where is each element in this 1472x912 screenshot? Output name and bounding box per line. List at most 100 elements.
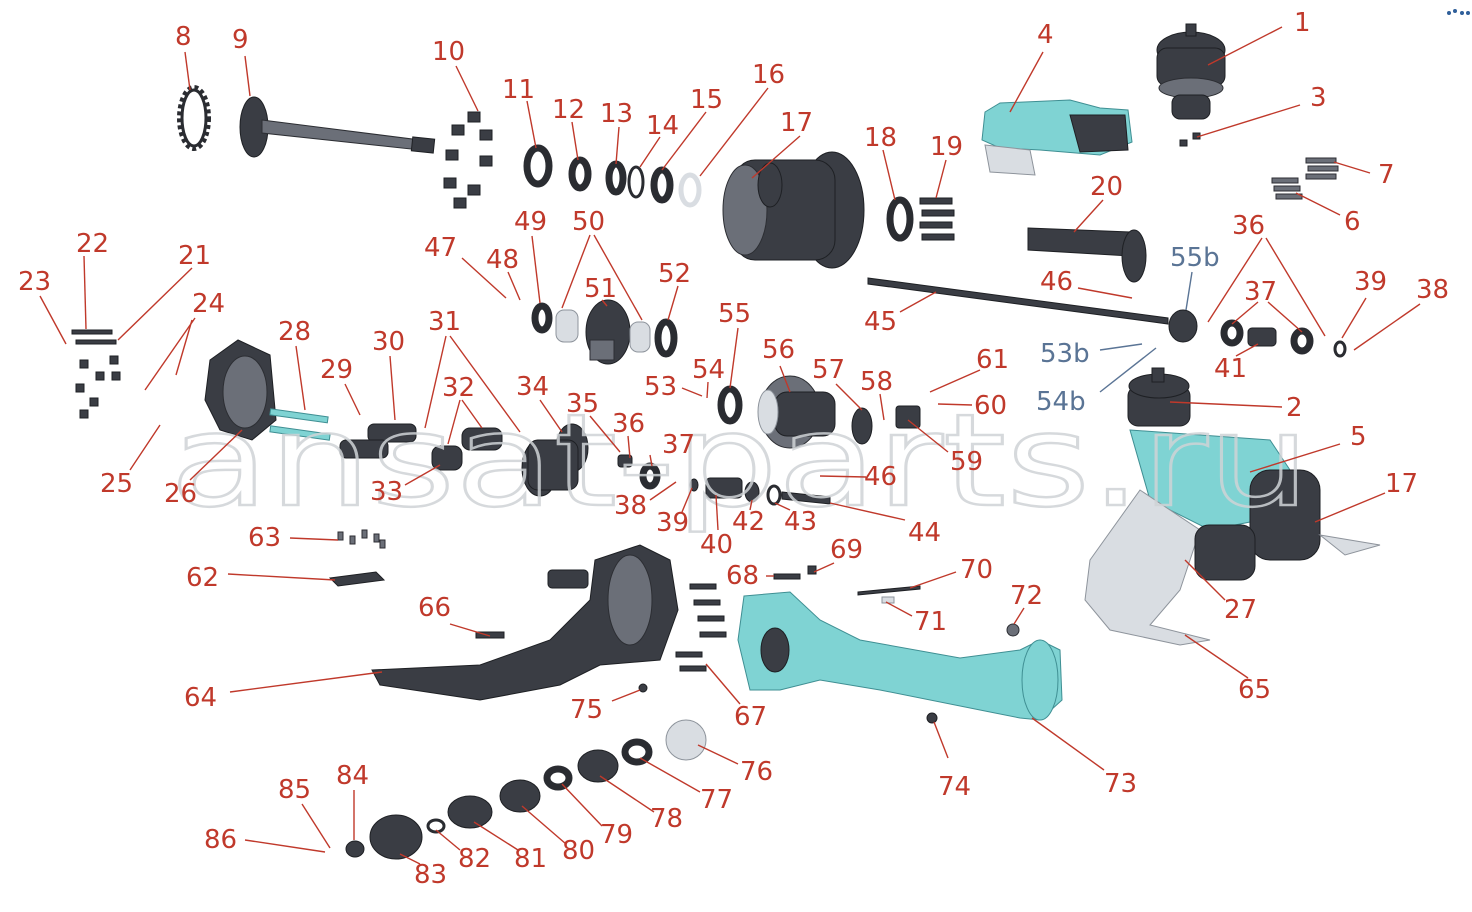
rod-70-part — [857, 585, 921, 596]
callout-39-right: 39 — [1354, 267, 1387, 297]
leader-37-right-b — [1267, 301, 1303, 333]
block-59-part — [895, 405, 921, 429]
leader-32a — [447, 399, 461, 445]
leader-65 — [1184, 634, 1249, 679]
leader-31b — [449, 335, 521, 433]
nut-84-part — [345, 840, 365, 858]
leader-69 — [813, 562, 835, 573]
shaft-end-part — [1027, 227, 1147, 283]
leader-6 — [1295, 192, 1341, 216]
ring-49-part — [531, 302, 553, 334]
gear-57-part — [851, 407, 873, 445]
axle-housing-73-part — [737, 591, 1063, 721]
leader-44 — [829, 502, 906, 521]
leader-50a — [561, 234, 591, 309]
callout-11: 11 — [502, 75, 535, 105]
callout-72: 72 — [1010, 581, 1043, 611]
plug-72-part — [1006, 623, 1020, 637]
callout-53: 53 — [644, 372, 677, 402]
callout-76: 76 — [740, 757, 773, 787]
callout-68: 68 — [726, 561, 759, 591]
leader-64 — [229, 671, 383, 693]
ring-37-left-part — [1220, 319, 1244, 347]
leader-30 — [389, 355, 396, 421]
callout-36-right: 36 — [1232, 211, 1265, 241]
nut-part — [1179, 139, 1188, 147]
leader-46-top — [1077, 287, 1133, 299]
callout-65: 65 — [1238, 675, 1271, 705]
bearing-78-part — [577, 749, 619, 783]
leader-54b — [1099, 347, 1157, 393]
leader-7 — [1333, 161, 1371, 174]
bearing-80-part — [499, 779, 541, 813]
leader-53 — [681, 387, 703, 397]
ring-43-part — [766, 484, 782, 506]
callout-55b: 55b — [1170, 243, 1220, 273]
pin-29-part — [269, 425, 331, 441]
callout-17-top: 17 — [780, 108, 813, 138]
callout-30: 30 — [372, 327, 405, 357]
seal-ring-12-part — [568, 156, 592, 192]
leader-60 — [937, 403, 973, 406]
callout-22: 22 — [76, 229, 109, 259]
leader-57 — [835, 383, 863, 411]
leader-4 — [1009, 51, 1044, 113]
ring-18-part — [886, 196, 914, 242]
callout-64: 64 — [184, 683, 217, 713]
leader-22 — [83, 255, 87, 330]
callout-37-right: 37 — [1244, 277, 1277, 307]
seal-ring-13-part — [605, 160, 627, 196]
leader-52 — [667, 285, 679, 321]
leader-49 — [531, 235, 541, 304]
leader-50b — [593, 234, 643, 321]
pin-44-part — [781, 491, 831, 505]
steering-arm-64-part — [371, 544, 679, 701]
leader-72 — [1013, 607, 1025, 625]
callout-44: 44 — [908, 518, 941, 548]
leader-8 — [184, 51, 191, 91]
leader-56 — [779, 365, 791, 393]
caliper-bracket-part — [981, 99, 1133, 176]
callout-9: 9 — [232, 25, 249, 55]
leader-62 — [227, 573, 336, 581]
callout-81: 81 — [514, 844, 547, 874]
ring-38-part — [639, 462, 661, 490]
callout-77: 77 — [700, 785, 733, 815]
corner-logo-icon — [1447, 9, 1470, 15]
leader-83 — [399, 853, 421, 865]
leader-28 — [295, 345, 306, 411]
left-bolts-part — [71, 329, 121, 419]
hub-disc-part — [722, 151, 865, 269]
callout-45: 45 — [864, 307, 897, 337]
leader-47 — [461, 257, 507, 299]
leader-3 — [1196, 104, 1301, 138]
watermark-text: ansat-parts.ru — [170, 387, 1310, 536]
ring-82-part — [426, 818, 446, 834]
sleeve-41-part — [1247, 327, 1277, 347]
gear-51-part — [585, 299, 631, 365]
ring-77-part — [621, 738, 653, 766]
callout-5: 5 — [1350, 422, 1367, 452]
leader-12 — [571, 121, 579, 161]
leader-20 — [1073, 199, 1104, 233]
leader-18 — [882, 149, 896, 201]
leader-74 — [933, 721, 949, 759]
callout-53b: 53b — [1040, 339, 1090, 369]
callout-20: 20 — [1090, 172, 1123, 202]
callout-85: 85 — [278, 775, 311, 805]
cylinder-30-upper-part — [367, 423, 417, 443]
leader-19 — [935, 159, 947, 199]
bolt-68-part — [773, 573, 801, 580]
callout-86: 86 — [204, 825, 237, 855]
callout-63: 63 — [248, 523, 281, 553]
bolts-6-part — [1271, 177, 1303, 200]
leader-67 — [705, 663, 741, 705]
callout-52: 52 — [658, 259, 691, 289]
seal-ring-15-part — [650, 166, 674, 204]
flange-83-part — [369, 814, 423, 860]
leader-36-right-b — [1265, 237, 1326, 337]
callout-6: 6 — [1344, 207, 1361, 237]
leader-39-mid — [681, 487, 693, 513]
callout-38-mid: 38 — [614, 491, 647, 521]
leader-55 — [729, 327, 739, 389]
